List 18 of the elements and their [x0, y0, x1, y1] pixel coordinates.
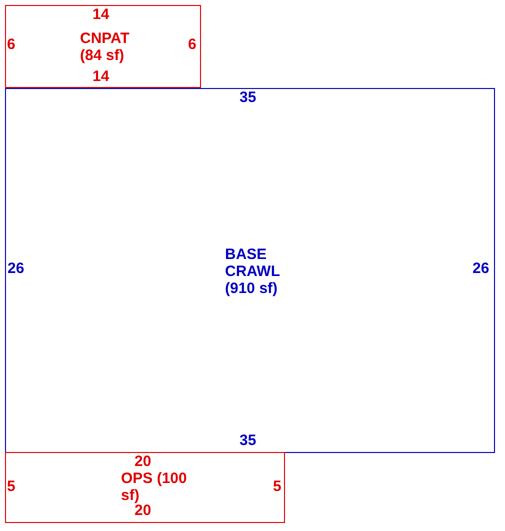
- area-label: BASE CRAWL (910 sf): [225, 246, 281, 297]
- dimension-label: 6: [188, 37, 196, 52]
- floor-area-outline: [5, 5, 201, 88]
- dimension-label: 20: [134, 503, 152, 518]
- dimension-label: 35: [240, 433, 256, 448]
- area-label: CNPAT (84 sf): [80, 30, 130, 64]
- dimension-label: 14: [92, 7, 110, 22]
- dimension-label: 5: [273, 479, 282, 494]
- dimension-label: 20: [134, 454, 152, 469]
- area-label: OPS (100 sf): [121, 470, 188, 504]
- dimension-label: 35: [240, 90, 256, 105]
- dimension-label: 6: [7, 37, 16, 52]
- floor-area-outline: [5, 88, 495, 453]
- dimension-label: 26: [472, 261, 490, 276]
- floor-area-outline: [5, 452, 285, 523]
- dimension-label: 5: [7, 479, 16, 494]
- dimension-label: 14: [92, 69, 110, 84]
- dimension-label: 26: [8, 261, 24, 276]
